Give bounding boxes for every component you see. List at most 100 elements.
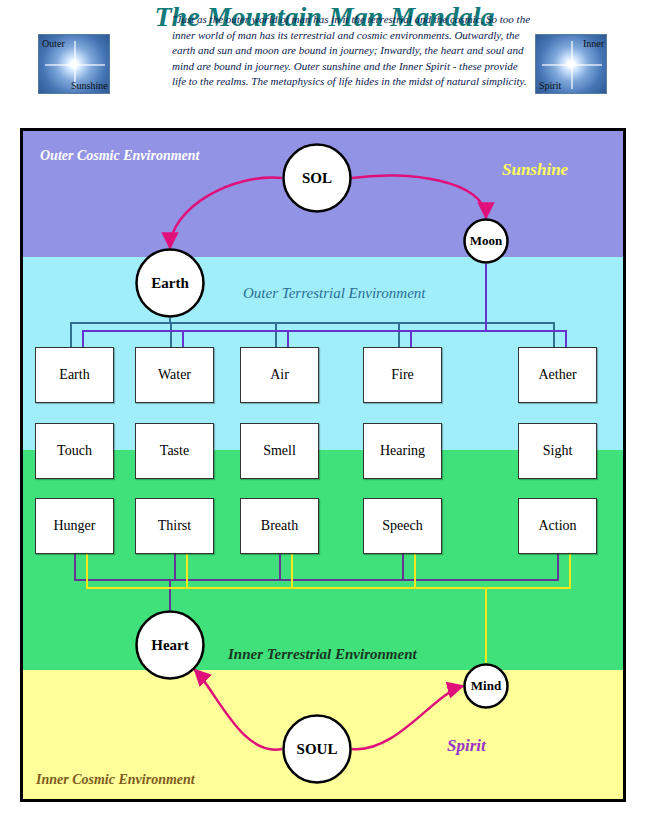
text-holder: Action [519,499,596,553]
box-label: Air [270,367,289,383]
box-label: Earth [59,367,89,383]
bus-line [71,318,170,347]
band-label: Inner Cosmic Environment [36,772,195,788]
text-holder: Hunger [36,499,113,553]
text-holder: Hearing [364,424,441,478]
environment-band: Outer Terrestrial EnvironmentEarthEarthW… [20,257,626,450]
bus-line [75,554,170,610]
circle-label: Earth [151,275,189,292]
bus-line [83,264,486,347]
quote-text: "Just as the outer world of man has in i… [172,12,534,90]
text-holder: Earth [36,348,113,402]
bus-line [170,318,399,347]
element-box: Aether [518,347,597,403]
body-circle: Earth [135,248,205,318]
bus-line [170,554,558,610]
body-circle: SOUL [282,714,352,784]
bus-line [486,264,566,347]
bus-line [486,554,570,663]
text-holder: Smell [241,424,318,478]
bus-line [415,554,486,663]
text-holder: Mind [463,663,509,709]
icon-label: Sunshine [71,80,108,91]
box-label: Taste [160,443,189,459]
circle-shape [465,665,508,708]
bus-line [170,554,175,610]
circle-label: SOL [302,170,332,187]
text-holder: Speech [364,499,441,553]
element-box: Hunger [35,498,114,554]
circle-shape [465,220,508,263]
bus-line [288,264,486,347]
box-label: Sight [543,443,573,459]
environment-band: Outer Cosmic EnvironmentSunshineSOL [20,128,626,257]
text-holder: Moon [463,218,509,264]
environment-band: Inner Terrestrial EnvironmentHungerThirs… [20,450,626,670]
text-holder: Touch [36,424,113,478]
star-ray [571,41,573,89]
element-box: Breath [240,498,319,554]
curved-arrow [170,178,282,248]
bus-line [170,318,276,347]
icon-label: Spirit [539,80,561,91]
text-holder: Air [241,348,318,402]
band-label: Outer Cosmic Environment [40,148,199,164]
environment-band: Inner Cosmic Environment Spirit SOUL [20,670,626,802]
text-holder: Fire [364,348,441,402]
element-box: Hearing [363,423,442,479]
element-box: Earth [35,347,114,403]
element-box: Thirst [135,498,214,554]
circle-label: Moon [470,233,503,249]
box-label: Water [158,367,191,383]
text-holder: Thirst [136,499,213,553]
curved-arrow [195,670,282,750]
circle-label: Heart [151,637,188,654]
circle-label: Mind [471,678,501,694]
bus-line [87,554,486,663]
element-box: Speech [363,498,442,554]
bus-line [170,318,554,347]
element-box: Air [240,347,319,403]
bus-line [183,264,486,347]
box-label: Speech [382,518,422,534]
element-box: Taste [135,423,214,479]
body-circle: SOL [282,143,352,213]
bus-line [292,554,486,663]
bus-line [170,554,403,610]
bus-line [411,264,486,347]
text-holder: Water [136,348,213,402]
circle-shape [137,250,204,317]
sun-icon: OuterSunshine [38,34,110,94]
body-circle: Mind [463,663,509,709]
band-label: Spirit [447,736,486,756]
circle-shape [284,716,351,783]
circle-label: SOUL [297,741,338,758]
text-holder: Breath [241,499,318,553]
text-holder: SOUL [282,714,352,784]
element-box: Smell [240,423,319,479]
bus-line [170,554,280,610]
icon-label: Inner [583,38,604,49]
element-box: Action [518,498,597,554]
element-box: Fire [363,347,442,403]
box-label: Touch [57,443,92,459]
curved-arrow [352,175,486,218]
box-label: Thirst [158,518,191,534]
text-holder: Heart [135,610,205,680]
text-holder: Aether [519,348,596,402]
bus-line [170,318,171,347]
box-label: Hunger [54,518,96,534]
band-label: Sunshine [502,160,568,180]
text-holder: Sight [519,424,596,478]
body-circle: Moon [463,218,509,264]
box-label: Aether [538,367,576,383]
text-holder: SOL [282,143,352,213]
icon-label: Outer [42,38,65,49]
box-label: Fire [391,367,414,383]
box-label: Smell [263,443,296,459]
circle-shape [284,145,351,212]
body-circle: Heart [135,610,205,680]
element-box: Sight [518,423,597,479]
